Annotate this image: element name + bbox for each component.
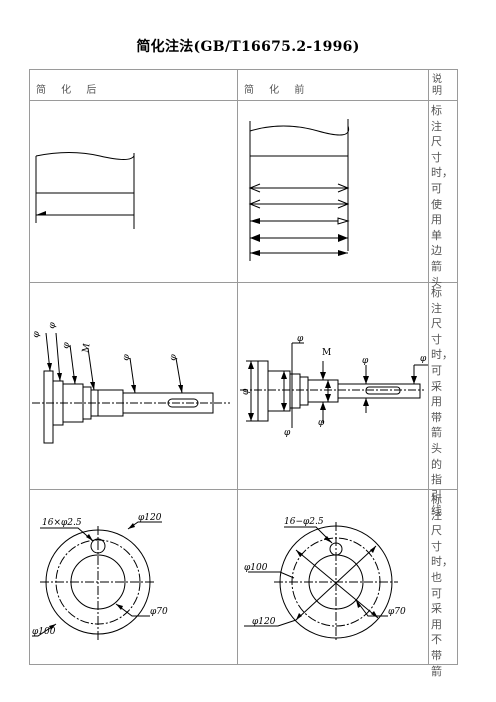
table-row: 16×φ2.5 φ120 φ70 φ100 [29, 489, 458, 678]
header-before: 简 化 前 [244, 85, 311, 96]
row2-after-drawing: φ φ φ M φ φ [31, 321, 230, 444]
row2-note-cell: 标注尺寸时，可采用带箭头的指引线 [428, 282, 458, 517]
before-phi-6: φ [318, 418, 325, 428]
before-hole-label: 16−φ2.5 [284, 517, 324, 527]
before-d100-label: φ100 [244, 563, 268, 573]
row1-after-cell [29, 100, 238, 283]
after-d100-label: φ100 [32, 627, 56, 637]
before-d70-label: φ70 [388, 607, 406, 617]
row3-note: 标注尺寸时，也可采用不带箭 [431, 493, 453, 678]
before-phi-3: φ [420, 354, 427, 364]
header-cell-after: 简 化 后 [29, 69, 238, 101]
row2-before-cell: φ M φ φ φ φ φ [237, 282, 429, 490]
row1-before-cell [237, 100, 429, 283]
before-phi-5: φ [284, 428, 291, 438]
row1-note: 标注尺寸时，可使用单边箭头 [431, 104, 453, 289]
row2-after-cell: φ φ φ M φ φ [29, 282, 238, 490]
header-after: 简 化 后 [36, 85, 103, 96]
header-note: 说明 [432, 74, 442, 97]
row3-before-drawing: 16−φ2.5 φ100 φ120 φ70 [244, 517, 406, 642]
after-phi-2: φ [47, 321, 58, 330]
comparison-table: 简 化 后 简 化 前 说明 [29, 69, 458, 678]
before-d120-label: φ120 [252, 617, 276, 627]
after-phi-3: φ [61, 341, 72, 350]
before-phi-2: φ [362, 356, 369, 366]
row3-after-drawing: 16×φ2.5 φ120 φ70 φ100 [32, 513, 168, 640]
after-hole-label: 16×φ2.5 [42, 518, 82, 528]
after-thread-m: M [81, 343, 92, 354]
row3-note-cell: 标注尺寸时，也可采用不带箭 [428, 489, 458, 678]
row2-before-drawing: φ M φ φ φ φ φ [240, 334, 428, 438]
after-d70-label: φ70 [150, 607, 168, 617]
row3-before-cell: 16−φ2.5 φ100 φ120 φ70 [237, 489, 429, 665]
break-line-top [35, 152, 135, 160]
row1-before-drawing [248, 119, 350, 261]
after-phi-4: φ [121, 353, 132, 362]
after-phi-5: φ [168, 353, 179, 362]
before-thread-m: M [322, 348, 331, 358]
row1-after-drawing [35, 152, 135, 229]
after-phi-1: φ [31, 330, 42, 339]
before-phi-1: φ [297, 334, 304, 344]
after-d120-label: φ120 [138, 513, 162, 523]
single-edge-arrow [36, 211, 46, 215]
table-header-row: 简 化 后 简 化 前 说明 [29, 69, 458, 101]
header-cell-before: 简 化 前 [237, 69, 429, 101]
page-title: 简化注法(GB/T16675.2-1996) [136, 39, 360, 55]
row1-note-cell: 标注尺寸时，可使用单边箭头 [428, 100, 458, 289]
table-row: 标注尺寸时，可使用单边箭头 [29, 100, 458, 289]
row2-note: 标注尺寸时，可采用带箭头的指引线 [431, 286, 453, 518]
table-row: φ φ φ M φ φ [29, 282, 458, 517]
header-cell-note: 说明 [428, 69, 458, 101]
before-phi-4: φ [241, 388, 251, 395]
row3-after-cell: 16×φ2.5 φ120 φ70 φ100 [29, 489, 238, 665]
